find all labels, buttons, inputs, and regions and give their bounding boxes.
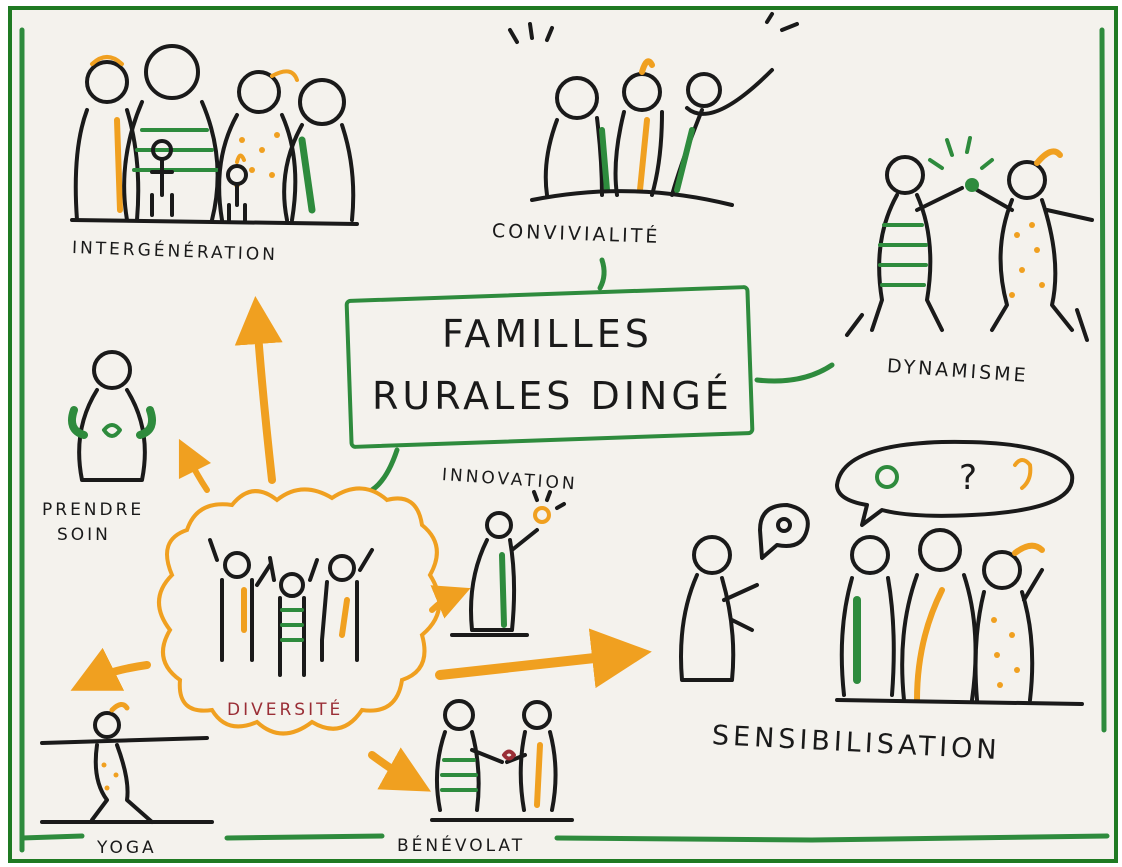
label-yoga: YOGA <box>97 838 157 858</box>
label-benevolat: BÉNÉVOLAT <box>397 836 526 856</box>
title-line-1: FAMILLES <box>442 312 653 356</box>
dynamisme-group-drawing <box>845 136 1094 342</box>
sensibilisation-drawing <box>679 439 1084 706</box>
intergeneration-family-drawing <box>70 44 359 226</box>
innovation-drawing <box>450 490 566 637</box>
prendre-soin-drawing <box>68 350 156 482</box>
diversite-cloud <box>157 486 442 736</box>
orange-arrows <box>70 296 652 792</box>
label-prendre-soin-line2: SOIN <box>57 525 111 545</box>
bottom-green-lines <box>19 27 1110 853</box>
diversite-people-drawing <box>208 538 374 677</box>
mind-map-drawing <box>19 12 1110 853</box>
benevolat-drawing <box>430 699 574 822</box>
title-line-2: RURALES DINGÉ <box>372 374 733 418</box>
title-box <box>344 284 755 450</box>
label-prendre-soin-line1: PRENDRE <box>42 500 145 520</box>
title-connectors <box>369 257 835 493</box>
convivialite-group-drawing <box>508 12 799 207</box>
question-mark-icon: ? <box>959 458 978 498</box>
mind-map-board: FAMILLES RURALES DINGÉ INTERGÉNÉRATION C… <box>8 6 1118 863</box>
yoga-drawing <box>40 702 214 824</box>
label-diversite: DIVERSITÉ <box>227 700 344 720</box>
